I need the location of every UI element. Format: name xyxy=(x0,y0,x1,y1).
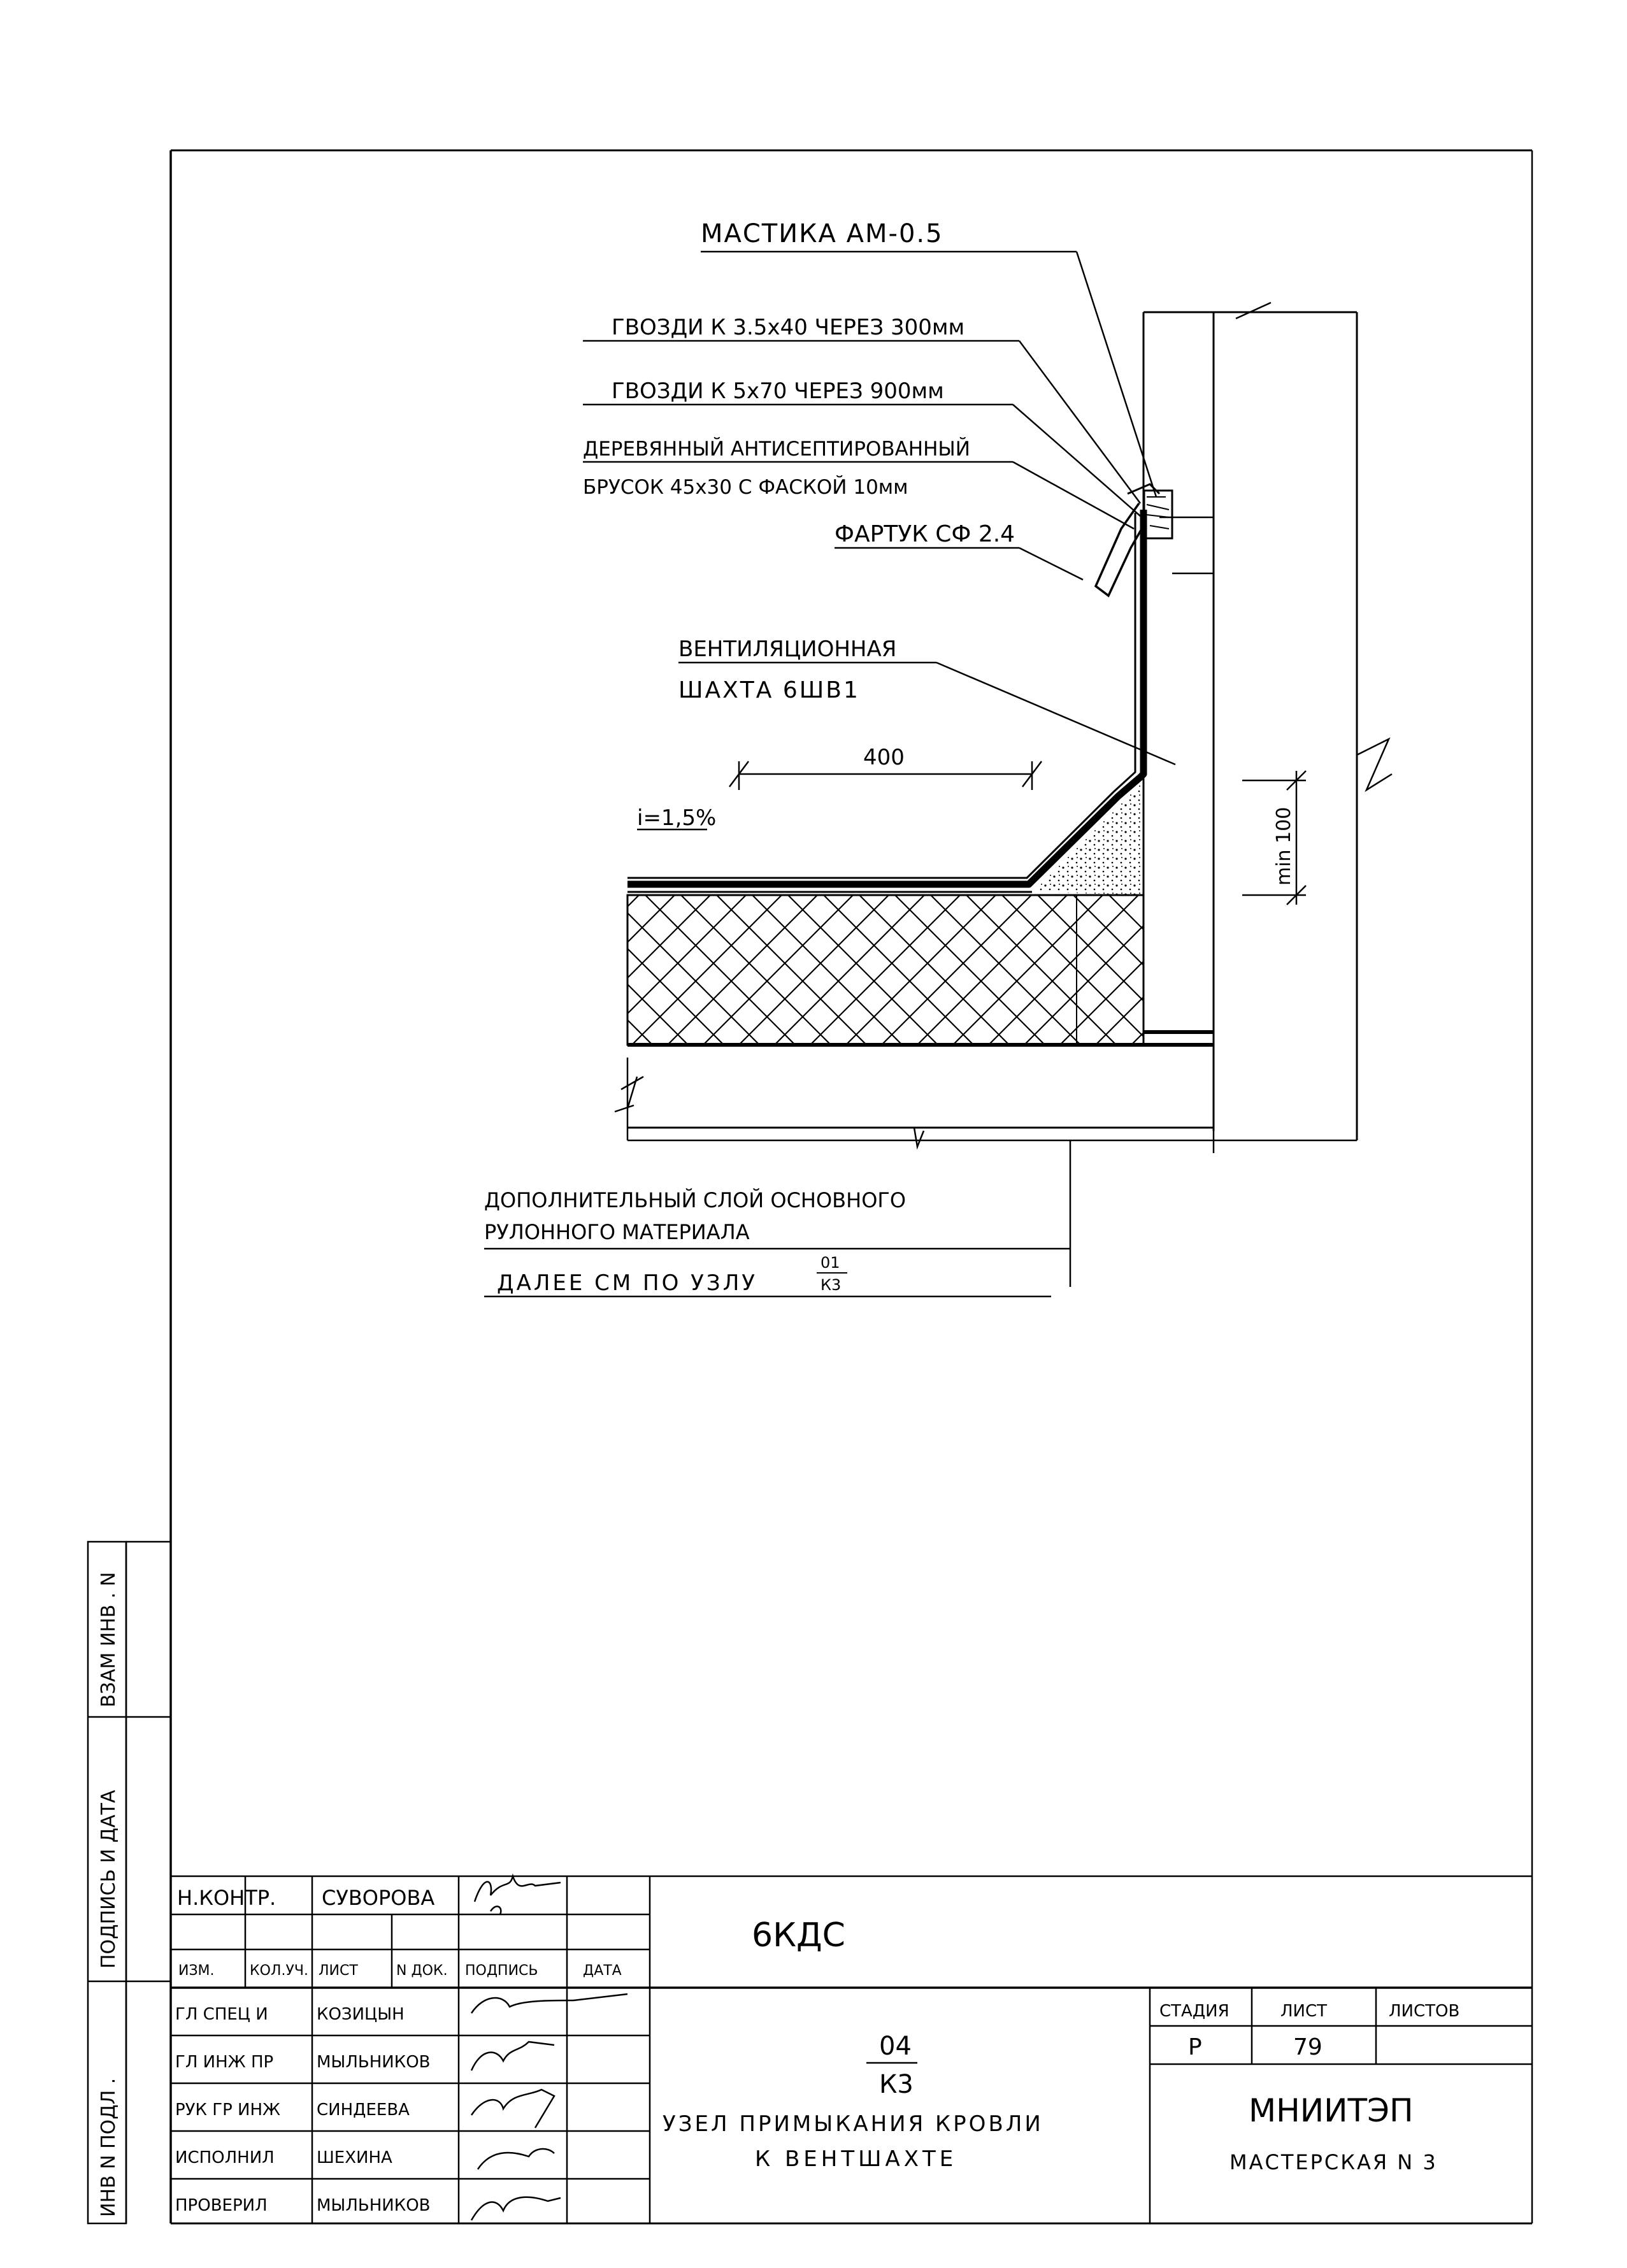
row-role-3: РУК ГР ИНЖ xyxy=(175,2100,280,2120)
node-number: 04 xyxy=(879,2032,912,2061)
sheet-frame xyxy=(169,149,1533,2225)
fillet xyxy=(1032,780,1143,895)
label-further-den: К3 xyxy=(821,1276,841,1294)
stage-value: Р xyxy=(1188,2034,1202,2060)
title-block-grid xyxy=(171,1875,1532,2223)
slope-label: i=1,5% xyxy=(637,805,716,831)
label-further: ДАЛЕЕ СМ ПО УЗЛУ xyxy=(497,1270,757,1296)
row-role-1: ГЛ СПЕЦ И xyxy=(175,2005,268,2024)
sheets-header: ЛИСТОВ xyxy=(1389,2002,1459,2021)
sheet-header: ЛИСТ xyxy=(1280,2002,1327,2021)
side-stamp xyxy=(87,1540,171,2225)
header-izm: ИЗМ. xyxy=(178,1963,215,1979)
roofing-membrane xyxy=(627,510,1147,888)
label-further-num: 01 xyxy=(821,1254,840,1272)
project-code: 6КДС xyxy=(752,1916,845,1955)
stage-header: СТАДИЯ xyxy=(1159,2002,1229,2021)
label-nails-1: ГВОЗДИ К 3.5х40 ЧЕРЕЗ 300мм xyxy=(612,315,964,340)
side-stamp-inv-replace: ВЗАМ ИНВ . N xyxy=(97,1572,120,1707)
header-kol-uch: КОЛ.УЧ. xyxy=(250,1963,308,1979)
shaft-wall xyxy=(1142,311,1358,1140)
top-break-tick xyxy=(1235,301,1272,320)
label-bar-1: ДЕРЕВЯННЫЙ АНТИСЕПТИРОВАННЫЙ xyxy=(583,438,970,461)
organization: МНИИТЭП xyxy=(1249,2092,1414,2129)
row-name-5: МЫЛЬНИКОВ xyxy=(317,2196,431,2215)
side-stamp-inv-original: ИНВ N ПОДЛ . xyxy=(97,2078,120,2217)
row-name-2: МЫЛЬНИКОВ xyxy=(317,2053,431,2072)
row-role-4: ИСПОЛНИЛ xyxy=(175,2148,275,2167)
header-podpis: ПОДПИСЬ xyxy=(465,1963,538,1979)
norm-control-name: СУВОРОВА xyxy=(322,1886,434,1910)
sheet-value: 79 xyxy=(1293,2034,1322,2060)
header-data: ДАТА xyxy=(583,1963,622,1979)
workshop: МАСТЕРСКАЯ N 3 xyxy=(1229,2150,1438,2174)
apron-flashing xyxy=(1094,502,1147,598)
roof-slab xyxy=(614,1043,1214,1140)
node-sheet-ref: К3 xyxy=(879,2070,914,2099)
side-stamp-sign-date: ПОДПИСЬ И ДАТА xyxy=(97,1790,120,1969)
dim-min100-label: min 100 xyxy=(1273,807,1295,886)
dim-min100 xyxy=(1242,770,1307,905)
row-name-4: ШЕХИНА xyxy=(317,2148,392,2167)
row-role-5: ПРОВЕРИЛ xyxy=(175,2196,268,2215)
drawing-title-1: УЗЕЛ ПРИМЫКАНИЯ КРОВЛИ xyxy=(663,2111,1043,2137)
label-shaft-2: ШАХТА 6ШВ1 xyxy=(678,677,860,703)
norm-control-role: Н.КОНТР. xyxy=(177,1886,276,1910)
header-list: ЛИСТ xyxy=(319,1963,358,1979)
label-bar-2: БРУСОК 45х30 С ФАСКОЙ 10мм xyxy=(583,476,908,499)
wall-break-mark xyxy=(1356,737,1393,793)
insulation-layer xyxy=(626,894,1145,1046)
label-mastic: МАСТИКА АМ-0.5 xyxy=(701,219,943,248)
signatures xyxy=(470,1873,628,2221)
bottom-dimension xyxy=(627,1127,1357,1153)
extra-membrane-layer xyxy=(627,513,1136,879)
label-shaft-1: ВЕНТИЛЯЦИОННАЯ xyxy=(678,636,896,662)
row-name-1: КОЗИЦЫН xyxy=(317,2005,405,2024)
label-apron: ФАРТУК СФ 2.4 xyxy=(835,521,1015,547)
drawing-title-2: К ВЕНТШАХТЕ xyxy=(755,2146,957,2172)
leader-lines xyxy=(484,250,1176,1298)
row-name-3: СИНДЕЕВА xyxy=(317,2100,410,2120)
label-nails-2: ГВОЗДИ К 5х70 ЧЕРЕЗ 900мм xyxy=(612,378,944,404)
label-extra-layer-1: ДОПОЛНИТЕЛЬНЫЙ СЛОЙ ОСНОВНОГО xyxy=(484,1188,906,1212)
label-extra-layer-2: РУЛОННОГО МАТЕРИАЛА xyxy=(484,1220,750,1244)
dim-400 xyxy=(729,761,1042,790)
row-role-2: ГЛ ИНЖ ПР xyxy=(175,2053,273,2072)
header-n-dok: N ДОК. xyxy=(396,1963,448,1979)
dim-400-label: 400 xyxy=(863,745,905,770)
